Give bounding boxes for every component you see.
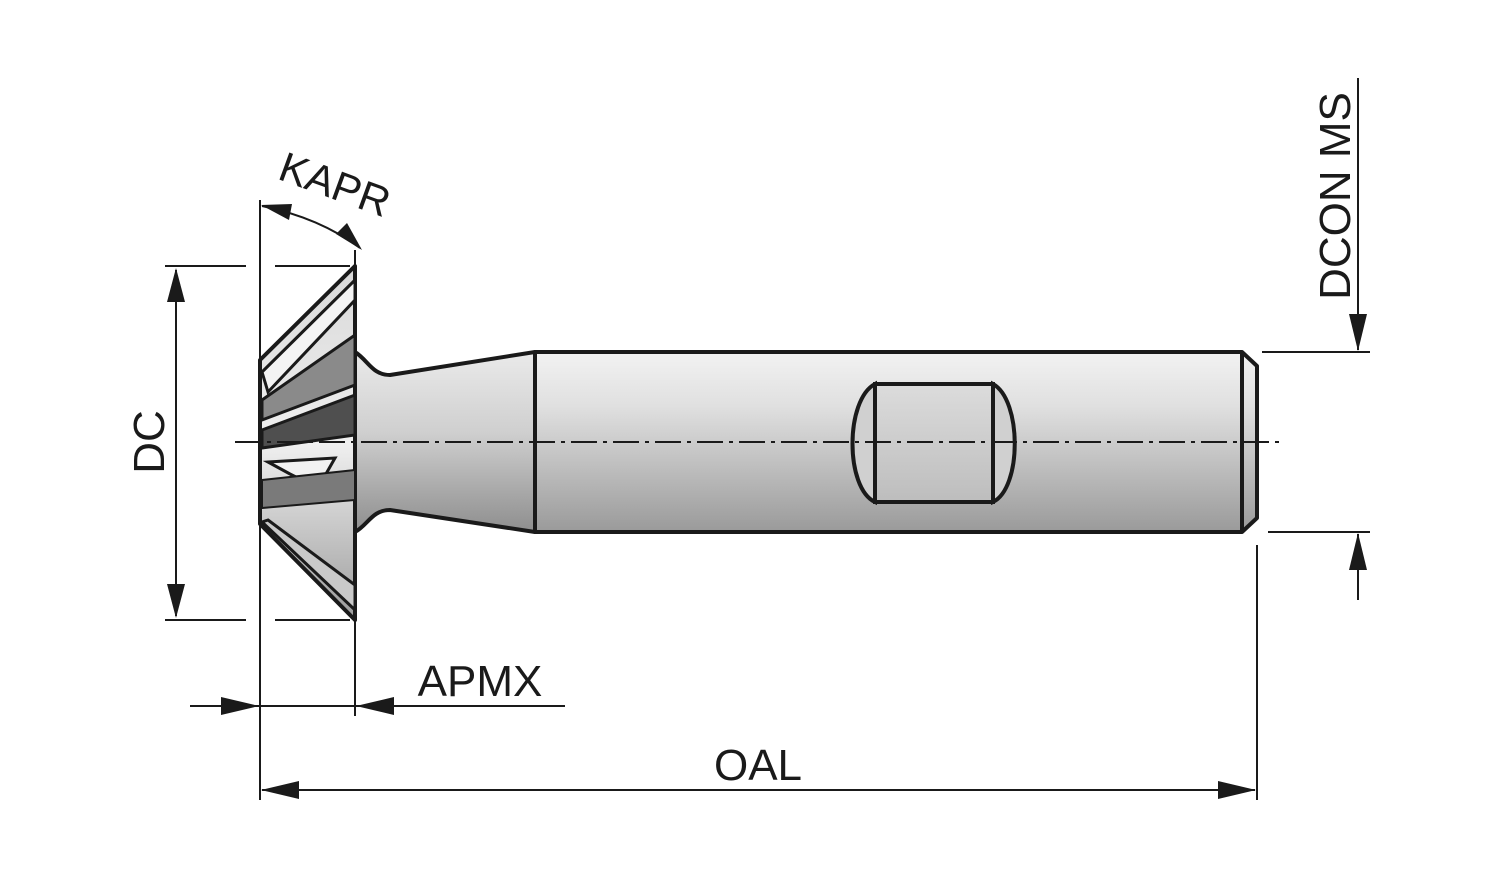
kapr-arrow-left bbox=[261, 204, 292, 220]
flat-face bbox=[873, 382, 995, 504]
dc-dimension: DC bbox=[125, 268, 185, 618]
dcon-ms-label: DCON MS bbox=[1311, 92, 1360, 300]
oal-dimension: OAL bbox=[261, 741, 1256, 799]
cutter-tool bbox=[235, 264, 1280, 622]
dcon-arrow-top bbox=[1349, 314, 1367, 351]
flat-left-cap bbox=[850, 380, 877, 506]
dcon-ms-dimension: DCON MS bbox=[1311, 78, 1367, 600]
dc-arrow-top bbox=[167, 268, 185, 302]
oal-arrow-left bbox=[261, 781, 299, 799]
apmx-arrow-right bbox=[356, 697, 394, 715]
dc-arrow-bottom bbox=[167, 584, 185, 618]
oal-label: OAL bbox=[714, 741, 802, 790]
oal-arrow-right bbox=[1218, 781, 1256, 799]
kapr-dimension: KAPR bbox=[261, 143, 397, 250]
dcon-arrow-bottom bbox=[1349, 533, 1367, 570]
dc-label: DC bbox=[125, 410, 174, 474]
apmx-label: APMX bbox=[418, 657, 543, 706]
apmx-arrow-left bbox=[221, 697, 259, 715]
apmx-dimension: APMX bbox=[190, 657, 565, 715]
kapr-arrow-right bbox=[336, 223, 362, 250]
